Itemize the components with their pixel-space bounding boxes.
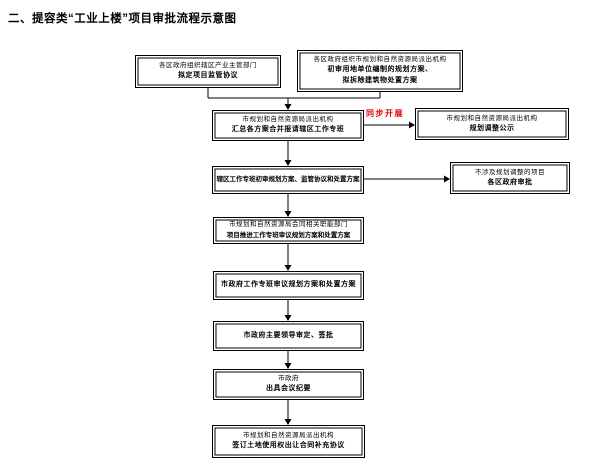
node-action: 辖区工作专班初审规划方案、监管协议和处置方案 — [216, 175, 360, 183]
arrowhead — [444, 175, 450, 183]
node-actor: 各区政府组织市规划和自然资源局派出机构 — [313, 56, 447, 64]
node-action: 各区政府审批 — [487, 178, 533, 186]
node-consolidate-schemes: 市规划和自然资源局派出机构 汇总各方案合并报请辖区工作专班 — [212, 110, 364, 141]
node-city-taskforce-review: 市政府工作专班审议规划方案和处置方案 — [213, 271, 364, 300]
node-actor: 市规划和自然资源局派出机构 — [446, 114, 538, 122]
node-actor: 市规划和自然资源局会同相关职能部门 — [229, 221, 348, 229]
node-actor: 市规划和自然资源局派出机构 — [243, 432, 334, 440]
node-actor: 市规划和自然资源局派出机构 — [242, 116, 334, 124]
node-draft-agreement: 各区政府组织辖区产业主管部门 拟定项目监管协议 — [135, 55, 281, 88]
node-action: 签订土地使用权出让合同补充协议 — [232, 442, 345, 450]
node-initial-review: 各区政府组织市规划和自然资源局派出机构 初审用地单位编制的规划方案、 拟拆除建筑… — [297, 50, 463, 92]
node-condition: 不涉及规划调整的项目 — [475, 168, 545, 176]
node-action: 市政府工作专班审议规划方案和处置方案 — [221, 281, 356, 289]
arrowhead — [284, 419, 292, 425]
node-actor: 市政府 — [278, 375, 299, 383]
page-title: 二、提容类“工业上楼”项目审批流程示意图 — [8, 13, 237, 25]
node-mayor-signoff: 市政府主要领导审定、签批 — [213, 321, 364, 351]
arrowhead — [284, 315, 292, 321]
node-action: 初审用地单位编制的规划方案、 — [327, 66, 433, 74]
node-meeting-minutes: 市政府 出具会议纪要 — [213, 369, 364, 400]
arrowhead — [284, 265, 292, 271]
node-promotion-taskforce-review: 市规划和自然资源局会同相关职能部门 项目推进工作专班审议规划方案和处置方案 — [213, 217, 364, 244]
arrowhead — [284, 104, 292, 110]
node-action: 出具会议纪要 — [266, 385, 311, 393]
node-action: 项目推进工作专班审议规划方案和处置方案 — [226, 231, 351, 239]
node-district-approval: 不涉及规划调整的项目 各区政府审批 — [450, 162, 570, 194]
node-action: 市政府主要领导审定、签批 — [243, 331, 334, 339]
node-action: 规划调整公示 — [469, 124, 515, 132]
arrowhead — [409, 121, 415, 129]
arrowhead — [284, 211, 292, 217]
node-action: 拟拆除建筑物处置方案 — [342, 77, 418, 85]
arrowhead — [284, 160, 292, 166]
node-plan-adjustment-publicity: 市规划和自然资源局派出机构 规划调整公示 — [415, 108, 569, 140]
sync-label: 同步开展 — [366, 109, 404, 118]
arrowhead — [284, 363, 292, 369]
node-action: 拟定项目监管协议 — [178, 72, 238, 80]
node-actor: 各区政府组织辖区产业主管部门 — [159, 62, 257, 70]
node-action: 汇总各方案合并报请辖区工作专班 — [231, 126, 345, 134]
node-district-taskforce-review: 辖区工作专班初审规划方案、监管协议和处置方案 — [212, 166, 364, 194]
node-sign-supplement-agreement: 市规划和自然资源局派出机构 签订土地使用权出让合同补充协议 — [212, 425, 365, 458]
